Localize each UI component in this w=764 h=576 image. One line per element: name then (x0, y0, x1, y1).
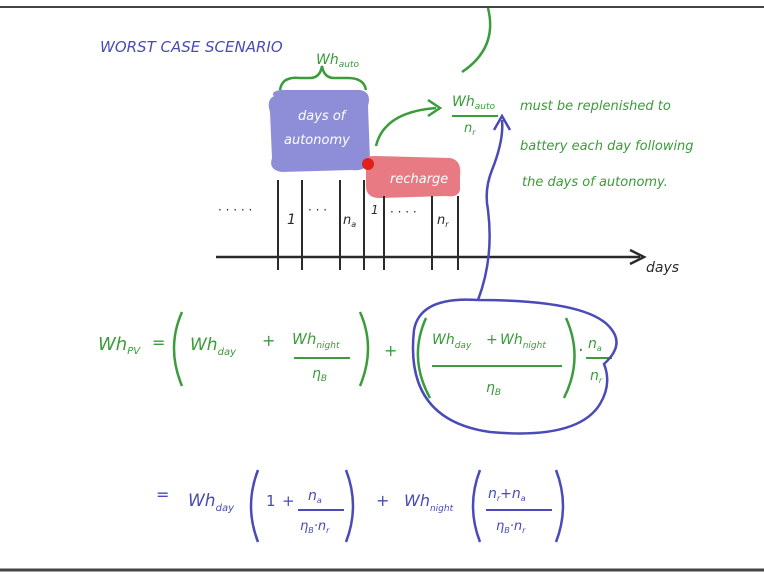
days-axis-arrowhead (629, 248, 647, 266)
eq2-f1-denominator: ηB·nr (300, 519, 330, 535)
eq2-plus-outer: + (376, 491, 389, 510)
eq1-c-numerator-1: Whday (432, 332, 472, 351)
note-fraction-numerator: Whauto (452, 94, 495, 112)
eq2-paren-2-right (554, 469, 565, 543)
replenish-arrow-head (427, 98, 443, 118)
note-fraction-denominator: nr (464, 121, 476, 137)
replenish-arrow (374, 106, 437, 147)
dots-right: · · · · (390, 205, 417, 219)
eq1-b-denominator: ηB (312, 366, 327, 384)
eq2-wh-night: Whnight (404, 491, 454, 514)
eq1-big-paren-right (562, 317, 576, 399)
eq1-lhs: WhPV (98, 334, 141, 357)
eq1-c-denominator: ηB (486, 380, 501, 398)
eq2-paren-1-left (249, 469, 260, 543)
slot-nr: nr (437, 213, 449, 229)
link-arrow (476, 119, 504, 301)
eq1-paren-right (358, 311, 370, 387)
top-curve-stroke (461, 7, 492, 74)
eq1-c-numerator-2: Whnight (500, 332, 546, 351)
recharge-term-loop (411, 298, 618, 435)
days-axis-label: days (646, 260, 679, 276)
eq2-f2-denominator: ηB·nr (496, 519, 526, 535)
eq1-d-numerator: na (588, 336, 602, 353)
eq2-f1-numerator: na (308, 488, 322, 505)
dots-left: · · · · · (218, 203, 252, 217)
slot-r1: 1 (371, 203, 379, 217)
recharge-box (365, 156, 461, 198)
autonomy-bracket (278, 65, 368, 91)
eq2-f2-numerator: nr+na (488, 486, 526, 503)
eq1-c-plus: + (486, 332, 498, 348)
eq2-plus-inner-1: + (282, 492, 295, 510)
eq1-plus-2: + (384, 341, 397, 360)
eq1-big-paren-left (416, 317, 432, 399)
eq1-plus-1: + (262, 331, 275, 350)
note-line-3: the days of autonomy. (522, 175, 668, 190)
eq1-paren-left (172, 311, 184, 387)
recharge-box-label: recharge (390, 172, 448, 187)
slot-1: 1 (287, 212, 296, 228)
eq2-equals: = (156, 485, 169, 504)
note-line-2: battery each day following (520, 139, 694, 154)
eq2-paren-1-right (344, 469, 355, 543)
note-line-1: must be replenished to (520, 99, 671, 114)
slot-na: na (343, 213, 356, 229)
transition-dot (362, 158, 374, 170)
bracket-label: Whauto (316, 52, 359, 70)
eq2-paren-2-left (471, 469, 482, 543)
eq2-one: 1 (266, 492, 276, 510)
eq1-dot: · (578, 340, 584, 361)
eq1-b-numerator: Whnight (292, 330, 340, 351)
eq1-equals: = (152, 333, 165, 352)
heading: WORST CASE SCENARIO (100, 38, 283, 56)
link-arrow-head (492, 113, 512, 131)
eq1-wh-day: Whday (190, 335, 237, 358)
autonomy-box-label: days of autonomy (284, 109, 350, 148)
dots-mid: · · · (308, 203, 327, 217)
eq1-d-denominator: nr (590, 368, 603, 385)
eq2-wh-day: Whday (188, 491, 235, 514)
autonomy-box (268, 90, 370, 172)
